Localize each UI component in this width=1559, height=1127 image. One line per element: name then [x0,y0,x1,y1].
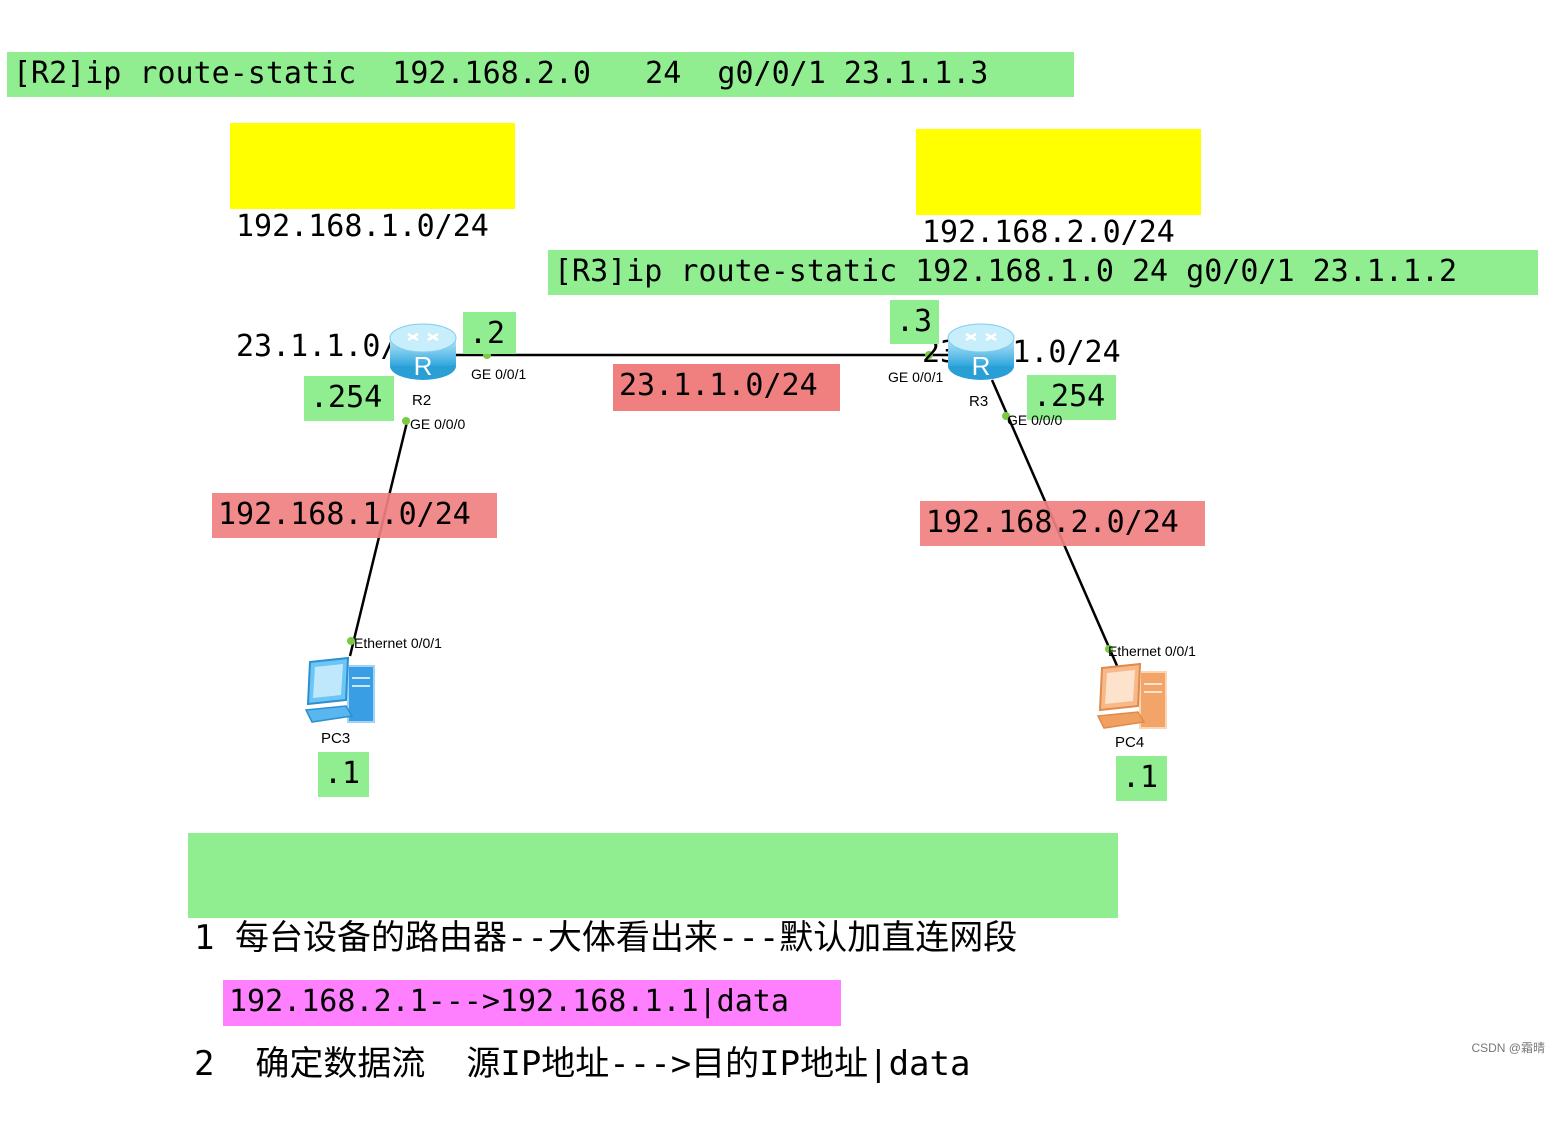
r3-routing-table: 192.168.2.0/24 23.1.1.0/24 [916,129,1201,370]
pc3-port-label: Ethernet 0/0/1 [354,635,442,651]
r3-port-g000-label: GE 0/0/0 [1007,412,1063,428]
network-link-r2-r3: 23.1.1.0/24 [613,364,840,411]
pc-icon [1096,662,1167,729]
r2-port-g001-label: GE 0/0/1 [471,366,527,382]
r3-name-label: R3 [969,393,989,410]
svg-text:R: R [972,351,991,381]
host-id-r3-g000: .254 [1027,375,1116,420]
data-flow: 192.168.2.1--->192.168.1.1|data [223,980,841,1026]
router-r2[interactable]: R [388,320,458,384]
router-r3[interactable]: R [946,320,1016,384]
pc-icon [304,656,375,723]
host-id-r3-g001: .3 [890,300,939,344]
r2-route-1: 192.168.1.0/24 [236,209,489,244]
watermark: CSDN @霜晴 [1471,1041,1545,1055]
port-dot-r3-g000 [1002,412,1010,420]
pc-pc3[interactable] [302,656,378,728]
pc4-name-label: PC4 [1115,734,1145,751]
host-id-pc4: .1 [1116,756,1167,801]
r3-route-1: 192.168.2.0/24 [922,215,1175,250]
host-id-r2-g000: .254 [304,376,394,421]
r2-name-label: R2 [412,392,432,409]
r2-port-g000-label: GE 0/0/0 [410,416,466,432]
svg-text:R: R [414,351,433,381]
port-dot-r3-g001 [925,351,933,359]
pc-pc4[interactable] [1094,662,1170,734]
router-icon: R [947,323,1015,381]
port-dot-r2-g000 [402,417,410,425]
r2-routing-table: 192.168.1.0/24 23.1.1.0/24 [230,123,515,364]
host-id-pc3: .1 [318,752,369,797]
r3-port-g001-label: GE 0/0/1 [888,369,944,385]
pc4-port-label: Ethernet 0/0/1 [1108,643,1196,659]
host-id-r2-g001: .2 [463,312,516,354]
r3-static-route-command: [R3]ip route-static 192.168.1.0 24 g0/0/… [548,250,1538,295]
network-lan-left: 192.168.1.0/24 [212,493,497,538]
pc3-name-label: PC3 [321,730,351,747]
port-dot-pc4 [1105,645,1113,653]
notes-box: 1 每台设备的路由器--大体看出来---默认加直连网段 2 确定数据流 源IP地… [188,833,1118,1084]
port-dot-pc3 [347,637,355,645]
router-icon: R [389,323,457,381]
note-line-2: 2 确定数据流 源IP地址--->目的IP地址|data [194,1044,971,1084]
note-line-1: 1 每台设备的路由器--大体看出来---默认加直连网段 [194,918,1018,958]
network-lan-right: 192.168.2.0/24 [920,501,1205,546]
r2-static-route-command: [R2]ip route-static 192.168.2.0 24 g0/0/… [7,52,1074,97]
